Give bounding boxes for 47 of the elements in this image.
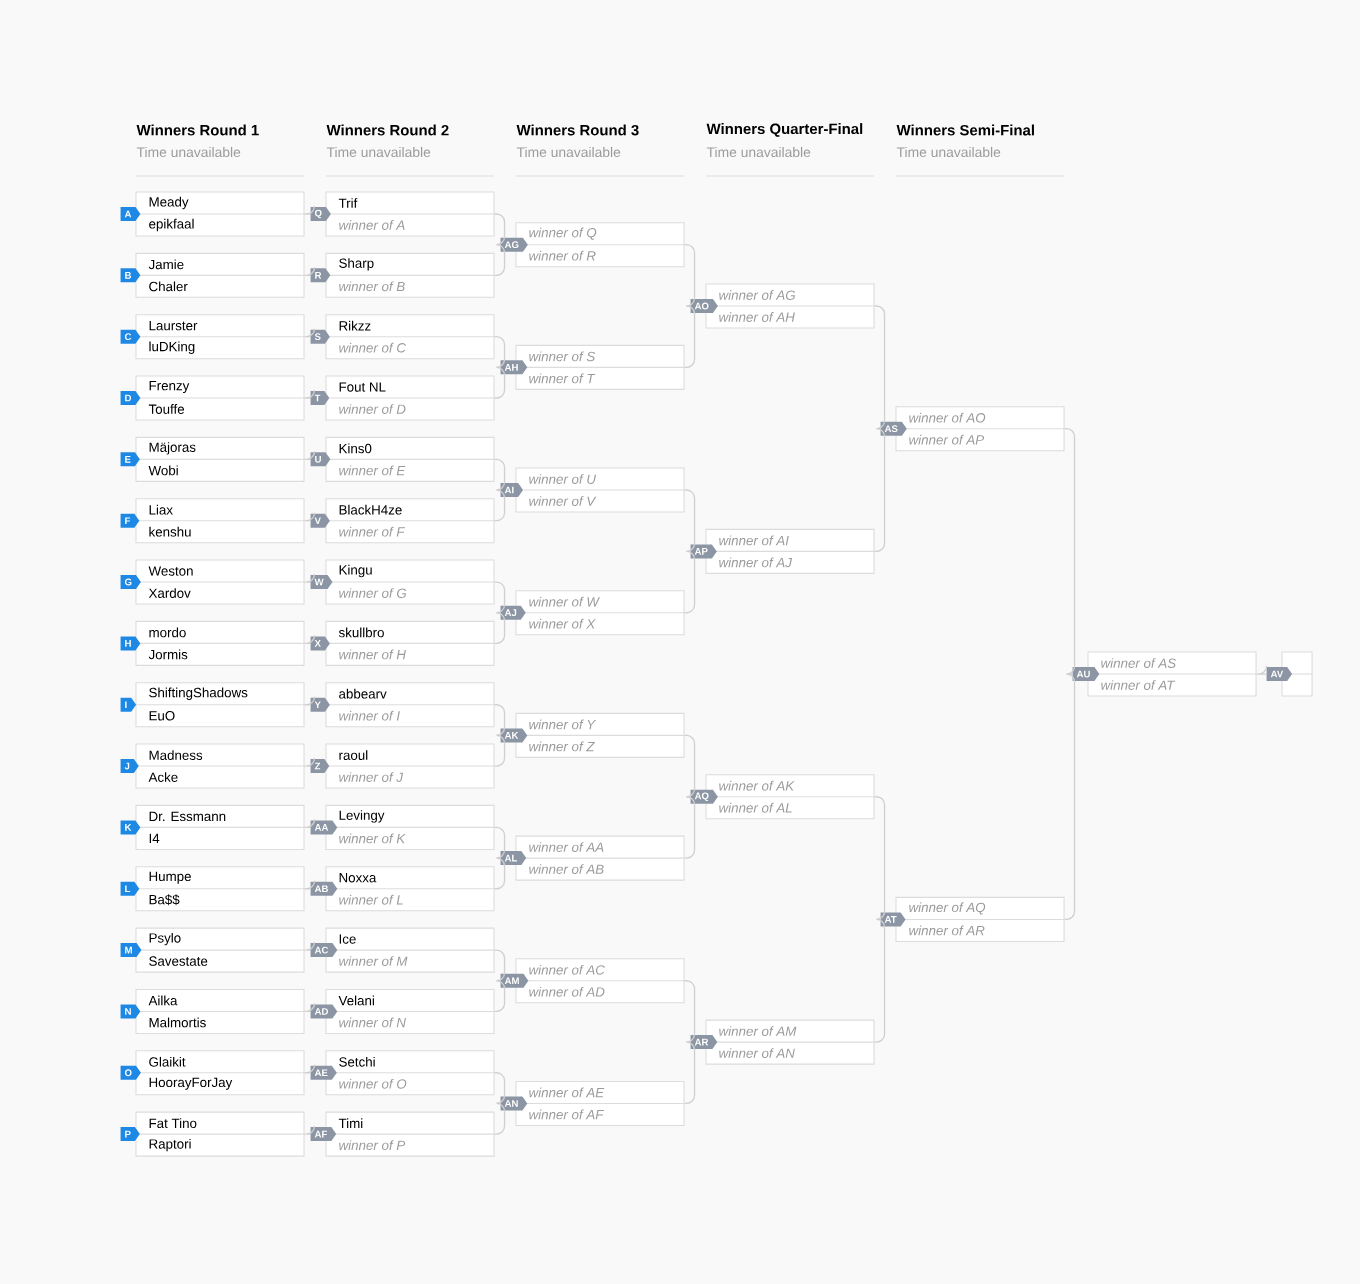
bracket-line <box>493 244 506 276</box>
bracket-line <box>303 818 316 829</box>
bracket-line <box>683 244 696 307</box>
bracket-line <box>873 305 886 430</box>
bracket-line <box>493 581 506 614</box>
bracket-line <box>303 757 316 767</box>
bracket-line <box>1063 673 1076 921</box>
bracket-line <box>1063 428 1076 675</box>
bracket-line <box>493 612 506 645</box>
bracket-line <box>493 366 506 399</box>
bracket-line <box>493 336 506 369</box>
bracket-line <box>493 458 506 491</box>
bracket-line <box>303 205 316 215</box>
bracket-line <box>493 213 506 246</box>
bracket-line <box>303 1002 316 1013</box>
bracket-line <box>303 634 316 645</box>
bracket-line <box>493 1102 506 1135</box>
bracket-line <box>493 1072 506 1105</box>
bracket-line <box>683 489 696 553</box>
bracket-line <box>303 1064 316 1074</box>
bracket-line <box>683 796 696 859</box>
bracket-line <box>303 880 316 890</box>
bracket-line <box>683 1041 696 1105</box>
bracket-line <box>1255 665 1268 675</box>
bracket-line <box>303 573 316 583</box>
bracket-line <box>303 266 316 276</box>
bracket-line <box>493 949 506 982</box>
bracket-line <box>683 550 696 614</box>
bracket-line <box>303 941 316 951</box>
bracket-line <box>493 980 506 1013</box>
bracket-line <box>493 734 506 767</box>
bracket-line <box>303 1125 316 1135</box>
bracket-line <box>493 857 506 890</box>
bracket-line <box>493 489 506 522</box>
bracket-line <box>683 305 696 369</box>
bracket-line <box>303 450 316 461</box>
bracket-line <box>303 328 316 338</box>
bracket-line <box>493 704 506 737</box>
bracket-line <box>873 428 886 553</box>
bracket-line <box>303 512 316 522</box>
bracket-line <box>873 918 886 1043</box>
bracket-line <box>493 826 506 859</box>
bracket-line <box>303 389 316 399</box>
bracket-line <box>873 796 886 921</box>
bracket-line <box>683 734 696 798</box>
bracket-line <box>683 980 696 1043</box>
bracket-line <box>303 696 316 706</box>
